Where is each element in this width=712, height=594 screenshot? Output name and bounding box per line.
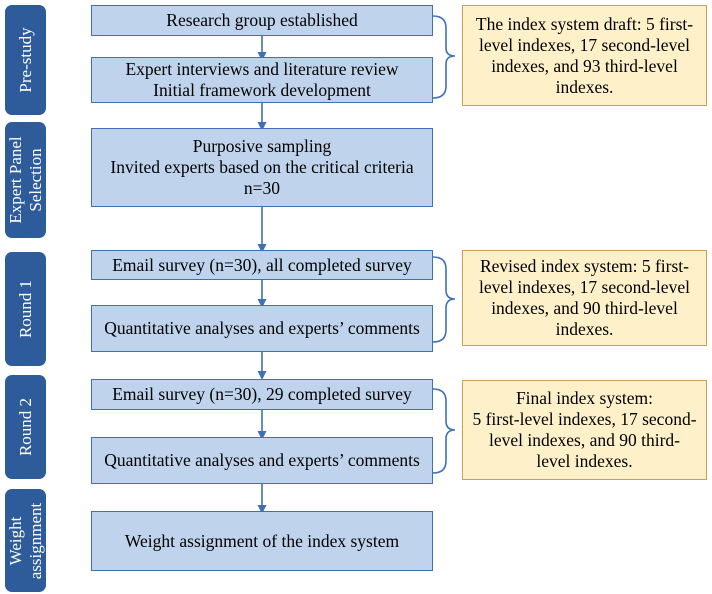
box-text: Purposive sampling Invited experts based…: [110, 136, 413, 199]
note-text-line: Revised index system: 5 first-: [479, 256, 689, 276]
box-text-line: Purposive sampling: [192, 136, 332, 156]
bracket-pre-study: [432, 15, 456, 99]
box-text-line: Invited experts based on the critical cr…: [110, 157, 414, 177]
phase-round-2: Round 2: [5, 375, 46, 479]
box-text-line: Weight assignment of the index system: [124, 530, 400, 551]
note-text-line: level indexes, and 90 third-: [489, 430, 680, 450]
bracket-round-1: [432, 256, 456, 343]
box-text: Weight assignment of the index system: [125, 531, 399, 552]
bracket-round-2: [432, 388, 456, 474]
note-text-line: indexes.: [555, 319, 614, 339]
box-purposive-sampling: Purposive sampling Invited experts based…: [91, 128, 433, 207]
box-round1-email-survey: Email survey (n=30), all completed surve…: [91, 250, 433, 280]
box-text-line: Quantitative analyses and experts’ comme…: [104, 318, 420, 338]
box-text-line: Quantitative analyses and experts’ comme…: [104, 450, 420, 470]
box-text-line: n=30: [243, 178, 281, 198]
note-text-line: indexes, and 93 third-level: [491, 55, 678, 76]
note-text: Final index system: 5 first-level indexe…: [472, 388, 696, 472]
box-text-line: Email survey (n=30), all completed surve…: [112, 254, 412, 275]
box-text: Quantitative analyses and experts’ comme…: [104, 450, 420, 471]
note-text-line: 5 first-level indexes, 17 second-: [472, 409, 697, 429]
phase-expert-panel-selection: Expert Panel Selection: [5, 122, 46, 238]
box-weight-assignment: Weight assignment of the index system: [91, 511, 433, 571]
box-round1-analysis: Quantitative analyses and experts’ comme…: [91, 305, 433, 352]
phase-weight-assignment: Weight assignment: [5, 489, 46, 592]
box-text: Email survey (n=30), all completed surve…: [112, 255, 412, 276]
note-text-line: The index system draft: 5 first-: [475, 13, 694, 34]
note-text-line: indexes, and 90 third-level: [491, 298, 678, 318]
note-index-system-draft: The index system draft: 5 first- level i…: [462, 5, 707, 106]
box-text-line: Initial framework development: [153, 80, 371, 100]
box-expert-interviews: Expert interviews and literature review …: [91, 57, 433, 103]
note-text-line: level indexes, 17 second-level: [479, 277, 690, 297]
box-text-line: Expert interviews and literature review: [125, 59, 399, 79]
note-text-line: level indexes.: [536, 451, 633, 471]
note-text: Revised index system: 5 first- level ind…: [479, 256, 690, 340]
note-text-line: Final index system:: [515, 388, 654, 408]
box-research-group: Research group established: [91, 5, 433, 36]
note-text: The index system draft: 5 first- level i…: [476, 14, 693, 98]
phase-round-1: Round 1: [5, 252, 46, 366]
box-text: Expert interviews and literature review …: [125, 59, 398, 101]
box-text: Email survey (n=30), 29 completed survey: [112, 384, 412, 405]
note-final-index-system: Final index system: 5 first-level indexe…: [462, 380, 707, 480]
note-text-line: level indexes, 17 second-level: [479, 34, 690, 55]
box-round2-email-survey: Email survey (n=30), 29 completed survey: [91, 379, 433, 410]
box-text: Research group established: [166, 10, 357, 31]
box-text-line: Research group established: [166, 10, 358, 30]
box-text: Quantitative analyses and experts’ comme…: [104, 318, 420, 339]
box-round2-analysis: Quantitative analyses and experts’ comme…: [91, 437, 433, 484]
note-revised-index-system: Revised index system: 5 first- level ind…: [462, 250, 707, 346]
box-text-line: Email survey (n=30), 29 completed survey: [112, 384, 412, 404]
note-text-line: indexes.: [555, 76, 614, 97]
phase-pre-study: Pre-study: [5, 5, 46, 115]
